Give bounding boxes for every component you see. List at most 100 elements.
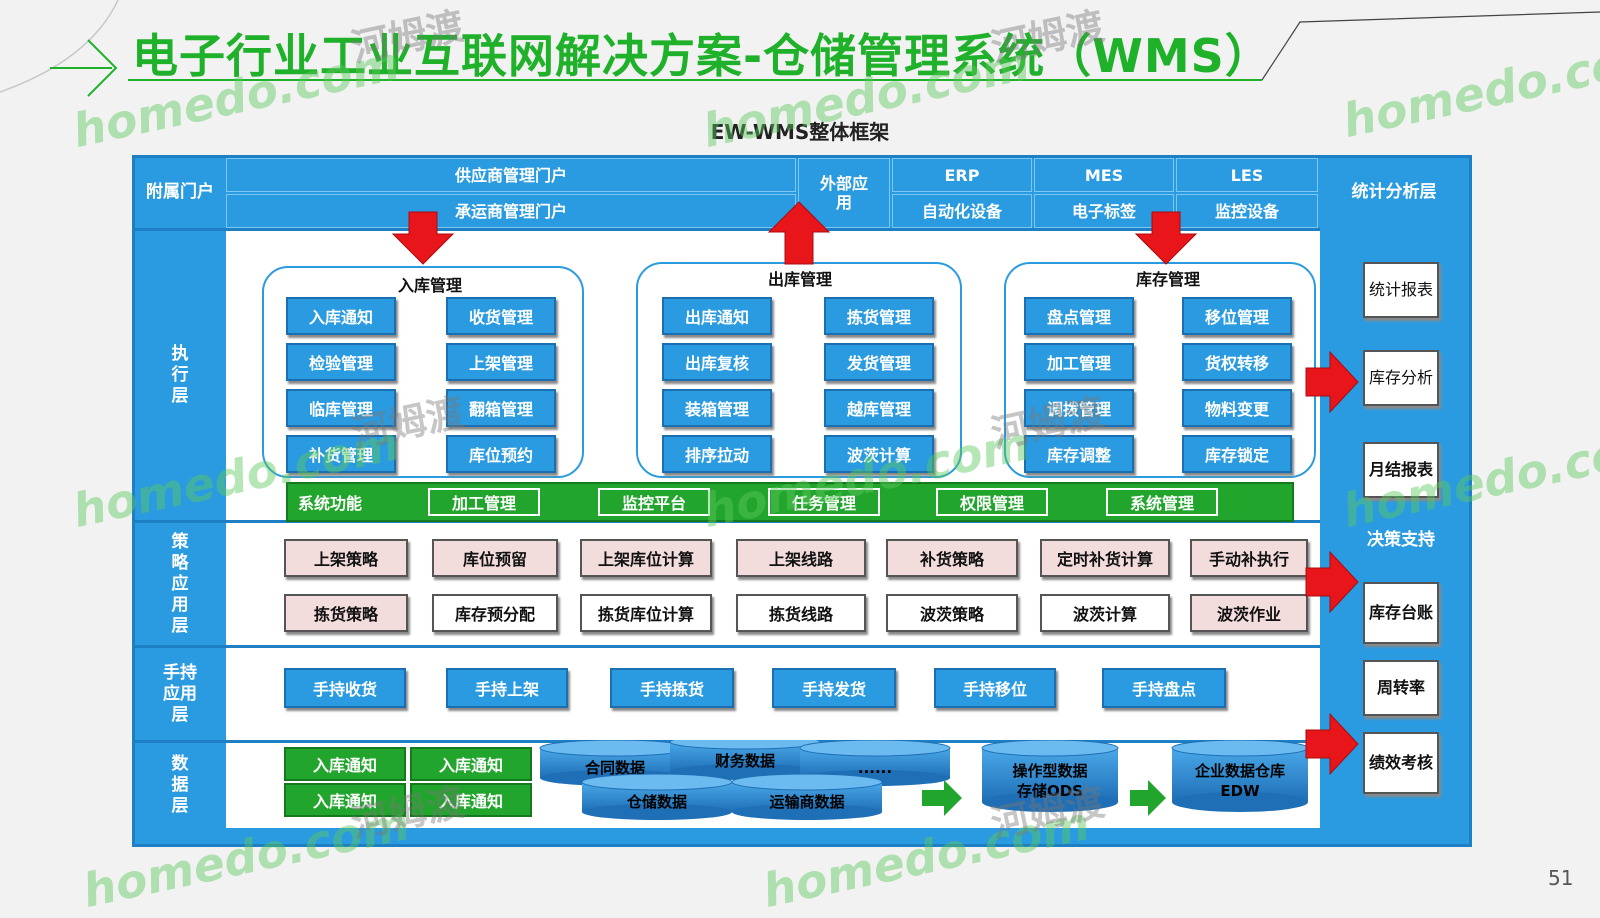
data-cylinders: 合同数据 财务数据 ...... 仓储数据 运输商数据 操作型数据 存储ODS … xyxy=(539,740,1309,820)
data-green-item: 入库通知 xyxy=(410,783,532,817)
db-label: 运输商数据 xyxy=(769,793,844,811)
layer-label-execution: 执行层 xyxy=(171,343,189,406)
green-right-arrow xyxy=(922,780,962,816)
strategy-item: 拣货库位计算 xyxy=(580,594,712,632)
inventory-item: 加工管理 xyxy=(1024,343,1134,381)
inbound-item: 检验管理 xyxy=(286,343,396,381)
strategy-item: 波茨计算 xyxy=(1040,594,1170,632)
page-number: 51 xyxy=(1548,866,1574,890)
outbound-item: 出库复核 xyxy=(662,343,772,381)
db-cylinder: 仓储数据 xyxy=(581,773,733,820)
outbound-title: 出库管理 xyxy=(767,270,832,289)
stats-decision-support: 决策支持 xyxy=(1367,529,1435,550)
edw-cylinder: 企业数据仓库 EDW xyxy=(1171,740,1309,812)
stats-item: 月结报表 xyxy=(1363,442,1439,498)
db-label: 仓储数据 xyxy=(626,793,687,811)
outbound-item: 拣货管理 xyxy=(824,297,934,335)
layer-label-portal: 附属门户 xyxy=(146,181,214,202)
strategy-item: 上架库位计算 xyxy=(580,539,712,577)
erp-box: ERP xyxy=(892,158,1032,192)
db-label: 合同数据 xyxy=(584,759,645,777)
monitor-box: 监控设备 xyxy=(1176,194,1318,228)
inbound-item: 入库通知 xyxy=(286,297,396,335)
layer-label-data: 数据层 xyxy=(171,753,189,816)
inventory-item: 库存锁定 xyxy=(1182,435,1292,473)
strategy-item: 补货策略 xyxy=(886,539,1018,577)
system-item: 任务管理 xyxy=(768,488,880,516)
strategy-item: 上架策略 xyxy=(284,539,408,577)
handheld-item: 手持上架 xyxy=(446,668,568,708)
les-box: LES xyxy=(1176,158,1318,192)
stats-item: 绩效考核 xyxy=(1363,732,1439,794)
red-arrow-right-stats-3 xyxy=(1305,712,1359,776)
data-green-item: 入库通知 xyxy=(410,747,532,781)
stats-item: 库存分析 xyxy=(1363,350,1439,406)
handheld-item: 手持发货 xyxy=(772,668,896,708)
outbound-item: 发货管理 xyxy=(824,343,934,381)
db-label: ...... xyxy=(858,759,892,777)
handheld-item: 手持盘点 xyxy=(1102,668,1226,708)
inbound-item: 库位预约 xyxy=(446,435,556,473)
db-cylinder: ...... xyxy=(799,740,951,786)
red-arrow-right-stats-2 xyxy=(1305,550,1359,614)
outbound-item: 出库通知 xyxy=(662,297,772,335)
inventory-title: 库存管理 xyxy=(1135,270,1200,289)
inbound-item: 上架管理 xyxy=(446,343,556,381)
db-cylinder: 运输商数据 xyxy=(731,773,883,820)
strategy-item: 上架线路 xyxy=(736,539,866,577)
inventory-item: 库存调整 xyxy=(1024,435,1134,473)
handheld-item: 手持收货 xyxy=(284,668,406,708)
ods-cylinder: 操作型数据 存储ODS xyxy=(981,740,1119,812)
mes-box: MES xyxy=(1034,158,1174,192)
inbound-item: 收货管理 xyxy=(446,297,556,335)
edw-label-line1: 企业数据仓库 xyxy=(1194,762,1285,780)
outbound-item: 越库管理 xyxy=(824,389,934,427)
red-arrow-up-outbound xyxy=(767,201,831,265)
inventory-item: 盘点管理 xyxy=(1024,297,1134,335)
red-arrow-right-stats-1 xyxy=(1305,350,1359,414)
outbound-item: 排序拉动 xyxy=(662,435,772,473)
strategy-item: 拣货线路 xyxy=(736,594,866,632)
inventory-item: 调拨管理 xyxy=(1024,389,1134,427)
strategy-item: 波茨作业 xyxy=(1190,594,1308,632)
layer-label-strategy: 策略应用层 xyxy=(171,531,189,636)
db-label: 财务数据 xyxy=(715,752,775,770)
strategy-item: 定时补货计算 xyxy=(1040,539,1170,577)
strategy-item: 波茨策略 xyxy=(886,594,1018,632)
inbound-item: 补货管理 xyxy=(286,435,396,473)
inbound-item: 翻箱管理 xyxy=(446,389,556,427)
stats-item: 统计报表 xyxy=(1363,262,1439,318)
red-arrow-down-inventory xyxy=(1134,211,1198,265)
stats-item: 周转率 xyxy=(1363,660,1439,716)
stats-item: 库存台账 xyxy=(1363,582,1439,644)
carrier-portal: 承运商管理门户 xyxy=(226,194,796,228)
stats-layer-label: 统计分析层 xyxy=(1351,181,1437,202)
separator-strategy xyxy=(135,645,1320,648)
outbound-item: 装箱管理 xyxy=(662,389,772,427)
inventory-item: 货权转移 xyxy=(1182,343,1292,381)
outbound-item: 波茨计算 xyxy=(824,435,934,473)
handheld-item: 手持移位 xyxy=(934,668,1056,708)
system-item: 权限管理 xyxy=(936,488,1048,516)
layer-label-handheld: 手持应用层 xyxy=(163,662,197,725)
strategy-item: 库位预留 xyxy=(432,539,558,577)
system-function-label: 系统功能 xyxy=(298,494,363,513)
strategy-item: 库存预分配 xyxy=(432,594,558,632)
automation-box: 自动化设备 xyxy=(892,194,1032,228)
ods-label-line2: 存储ODS xyxy=(1017,782,1083,800)
edw-label-line2: EDW xyxy=(1220,782,1260,800)
page-title: 电子行业工业互联网解决方案-仓储管理系统（WMS） xyxy=(132,29,1272,83)
green-right-arrow xyxy=(1130,780,1166,816)
inventory-item: 物料变更 xyxy=(1182,389,1292,427)
data-green-item: 入库通知 xyxy=(284,747,406,781)
handheld-item: 手持拣货 xyxy=(610,668,734,708)
diagram-subtitle: EW-WMS整体框架 xyxy=(710,120,890,144)
strategy-item: 拣货策略 xyxy=(284,594,408,632)
red-arrow-down-inbound xyxy=(391,211,455,265)
inventory-item: 移位管理 xyxy=(1182,297,1292,335)
inbound-title: 入库管理 xyxy=(397,276,462,295)
system-item: 加工管理 xyxy=(428,488,540,516)
system-item: 系统管理 xyxy=(1106,488,1218,516)
